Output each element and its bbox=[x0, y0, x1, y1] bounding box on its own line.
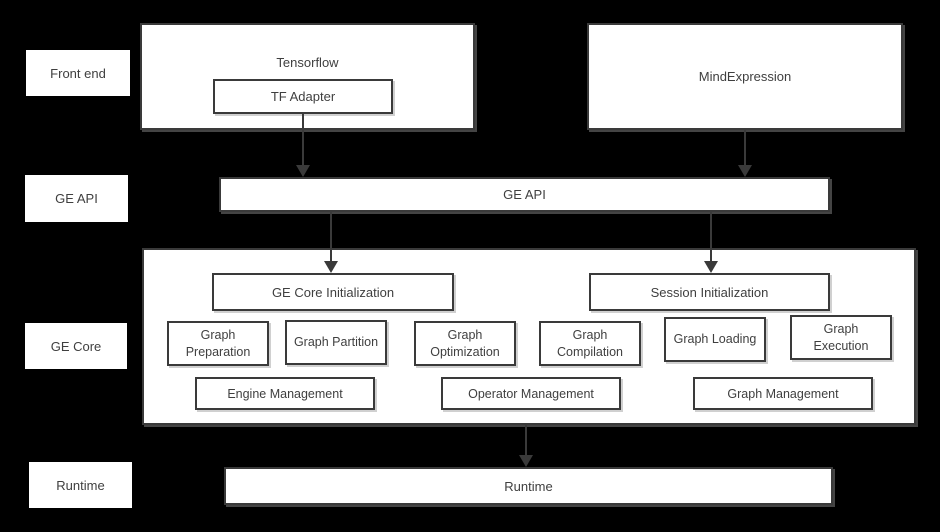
row-label-front-end: Front end bbox=[26, 50, 130, 96]
module-box-graph-compilation: Graph Compilation bbox=[539, 321, 641, 366]
ge-core-box: GE Core Initialization Session Initializ… bbox=[142, 248, 916, 425]
module-box-graph-optimization: Graph Optimization bbox=[414, 321, 516, 366]
management-label: Graph Management bbox=[727, 386, 839, 401]
session-initialization-label: Session Initialization bbox=[650, 284, 769, 300]
row-label-ge-api: GE API bbox=[25, 175, 128, 222]
arrow-ge-core-to-runtime bbox=[519, 425, 533, 467]
arrow-down-icon bbox=[324, 261, 338, 273]
tf-adapter-box: TF Adapter bbox=[213, 79, 393, 114]
management-box-graph: Graph Management bbox=[693, 377, 873, 410]
ge-core-initialization-label: GE Core Initialization bbox=[271, 284, 395, 300]
runtime-bar: Runtime bbox=[224, 467, 833, 505]
arrow-ge-api-to-session-initialization bbox=[704, 212, 718, 273]
ge-core-initialization-box: GE Core Initialization bbox=[212, 273, 454, 311]
module-label: Graph Compilation bbox=[556, 328, 623, 359]
arrow-down-icon bbox=[738, 165, 752, 177]
arrow-down-icon bbox=[519, 455, 533, 467]
arrow-down-icon bbox=[296, 165, 310, 177]
management-box-operator: Operator Management bbox=[441, 377, 621, 410]
module-box-graph-partition: Graph Partition bbox=[285, 320, 387, 365]
module-box-graph-preparation: Graph Preparation bbox=[167, 321, 269, 366]
module-label: Graph Loading bbox=[673, 332, 757, 347]
ge-api-bar-label: GE API bbox=[503, 187, 546, 202]
tensorflow-box: Tensorflow TF Adapter bbox=[140, 23, 475, 130]
module-label: Graph Preparation bbox=[185, 328, 251, 359]
management-label: Engine Management bbox=[227, 386, 343, 401]
module-box-graph-execution: Graph Execution bbox=[790, 315, 892, 360]
management-box-engine: Engine Management bbox=[195, 377, 375, 410]
row-label-runtime: Runtime bbox=[29, 462, 132, 508]
mindexpression-label: MindExpression bbox=[698, 69, 792, 84]
ge-api-bar: GE API bbox=[219, 177, 830, 212]
row-label-ge-core: GE Core bbox=[25, 323, 127, 369]
tf-adapter-label: TF Adapter bbox=[270, 89, 336, 104]
arrow-tf-adapter-to-ge-api bbox=[296, 114, 310, 177]
runtime-bar-label: Runtime bbox=[504, 478, 553, 494]
module-label: Graph Execution bbox=[813, 322, 869, 353]
module-label: Graph Optimization bbox=[430, 328, 500, 359]
mindexpression-box: MindExpression bbox=[587, 23, 903, 130]
module-box-graph-loading: Graph Loading bbox=[664, 317, 766, 362]
management-label: Operator Management bbox=[468, 386, 594, 401]
arrow-mindexpression-to-ge-api bbox=[738, 130, 752, 177]
module-label: Graph Partition bbox=[293, 335, 379, 350]
arrow-down-icon bbox=[704, 261, 718, 273]
arrow-ge-api-to-ge-core-initialization bbox=[324, 212, 338, 273]
session-initialization-box: Session Initialization bbox=[589, 273, 830, 311]
tensorflow-label: Tensorflow bbox=[276, 55, 339, 70]
